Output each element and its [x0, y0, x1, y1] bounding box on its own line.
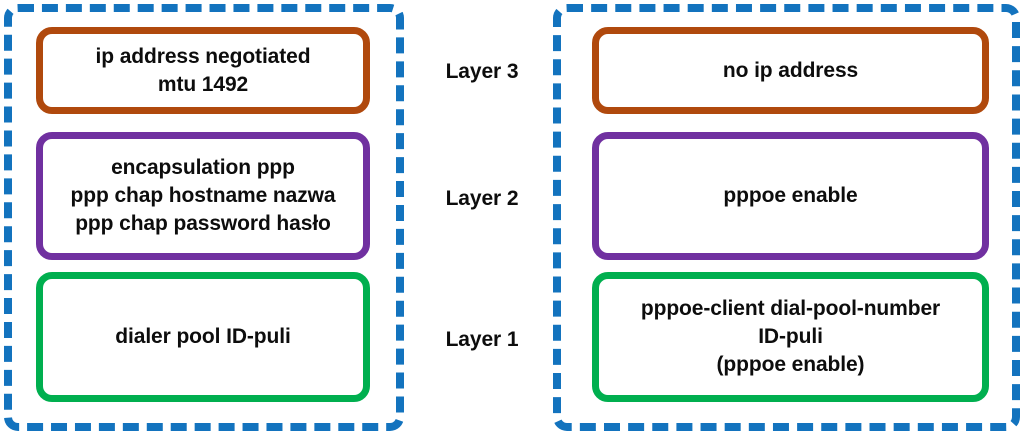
- physical-interface-layer3-box: no ip address: [592, 27, 989, 114]
- config-line: pppoe-client dial-pool-number: [640, 297, 941, 321]
- dialer-interface-layer2-box: encapsulation ppp ppp chap hostname nazw…: [36, 132, 370, 260]
- layer-2-label: Layer 2: [445, 187, 519, 210]
- config-line: dialer pool ID-puli: [115, 325, 291, 349]
- physical-interface-layer1-box: pppoe-client dial-pool-number ID-puli (p…: [592, 272, 989, 402]
- config-line: ppp chap password hasło: [75, 211, 331, 235]
- dialer-interface-layer1-box: dialer pool ID-puli: [36, 272, 370, 402]
- dialer-interface-layer1-text: dialer pool ID-puli: [43, 323, 363, 351]
- physical-interface-layer2-box: pppoe enable: [592, 132, 989, 260]
- dialer-interface-layer3-box: ip address negotiated mtu 1492: [36, 27, 370, 114]
- config-line: ID-puli: [758, 325, 823, 349]
- right-group-container: [553, 4, 1020, 431]
- layer-3-label: Layer 3: [445, 60, 519, 83]
- config-line: ppp chap hostname nazwa: [70, 184, 336, 208]
- config-line: (pppoe enable): [716, 352, 865, 376]
- dialer-interface-layer3-text: ip address negotiated mtu 1492: [43, 43, 363, 99]
- physical-interface-layer1-text: pppoe-client dial-pool-number ID-puli (p…: [599, 295, 982, 379]
- config-line: ip address negotiated: [95, 44, 311, 68]
- left-group-container: [4, 4, 404, 431]
- physical-interface-layer3-text: no ip address: [599, 57, 982, 85]
- config-line: mtu 1492: [157, 72, 249, 96]
- config-line: encapsulation ppp: [111, 156, 295, 180]
- layer-1-label: Layer 1: [445, 328, 519, 351]
- physical-interface-layer2-text: pppoe enable: [599, 182, 982, 210]
- config-line: pppoe enable: [723, 184, 858, 208]
- dialer-interface-layer2-text: encapsulation ppp ppp chap hostname nazw…: [43, 154, 363, 238]
- config-line: no ip address: [722, 58, 859, 82]
